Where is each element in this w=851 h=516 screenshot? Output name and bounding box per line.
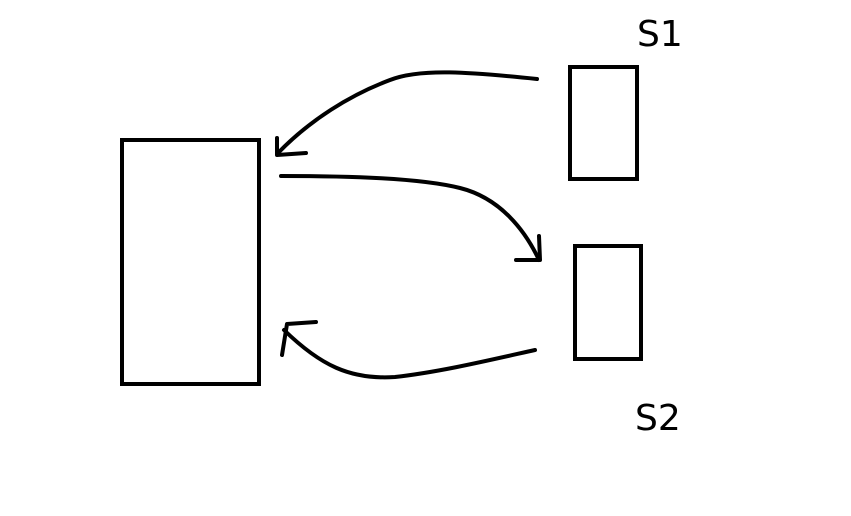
arrow-s1-to-main-shaft <box>276 70 539 155</box>
arrow-s2-to-main-head <box>280 320 318 357</box>
main-box <box>120 138 261 386</box>
arrow-s1-to-main <box>275 70 539 157</box>
arrow-s2-to-main <box>280 320 537 380</box>
arrow-main-to-s2 <box>279 174 542 262</box>
arrow-main-to-s2-head <box>514 234 542 262</box>
s1-box <box>568 65 639 181</box>
s2-box <box>573 244 643 361</box>
arrow-s2-to-main-shaft <box>282 328 537 380</box>
arrow-s1-to-main-head <box>275 136 308 157</box>
arrow-main-to-s2-shaft <box>279 174 541 262</box>
s2-label: S2 <box>635 398 681 439</box>
s1-label: S1 <box>637 14 683 55</box>
